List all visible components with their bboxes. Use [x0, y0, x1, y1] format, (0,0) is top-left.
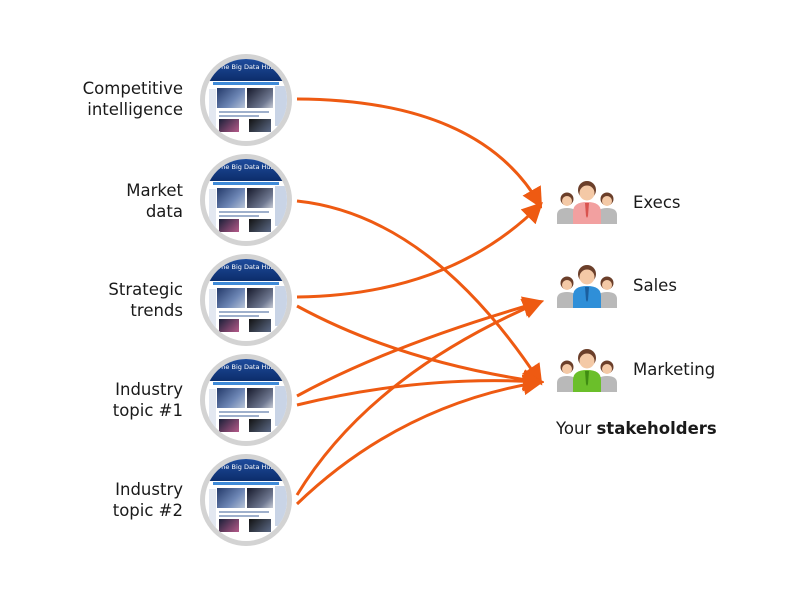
arrow-industry-topic-2-to-marketing	[295, 374, 545, 506]
source-label-line: topic #2	[112, 501, 183, 520]
source-label-line: Industry	[115, 380, 183, 399]
source-label-line: intelligence	[87, 100, 183, 119]
caption-prefix: Your	[556, 419, 592, 438]
source-label-line: Competitive	[82, 79, 183, 98]
person-right	[597, 192, 617, 224]
arrow-competitive-intelligence-to-execs	[296, 97, 543, 209]
stakeholders-caption: Your stakeholders	[556, 419, 717, 438]
thumbnail-title: The Big Data Hub	[217, 163, 275, 171]
people-group-icon-execs	[557, 181, 617, 224]
thumbnail-title: The Big Data Hub	[217, 363, 275, 371]
destination-label-sales: Sales	[633, 276, 677, 295]
arrow-industry-topic-1-to-sales	[296, 296, 545, 398]
arrow-strategic-trends-to-marketing	[296, 304, 545, 391]
website-thumbnail: The Big Data Hub	[205, 259, 287, 341]
caption-bold: stakeholders	[596, 419, 717, 438]
person-center	[573, 349, 601, 392]
source-label-line: topic #1	[112, 401, 183, 420]
source-thumbnail-competitive-intelligence: The Big Data Hub	[200, 54, 292, 146]
thumbnail-title: The Big Data Hub	[217, 463, 275, 471]
source-label-line: Industry	[115, 480, 183, 499]
source-label-line: data	[145, 202, 183, 221]
thumbnail-title: The Big Data Hub	[217, 263, 275, 271]
source-label-industry-topic-1: Industry topic #1	[113, 379, 183, 421]
people-group-icon-marketing	[557, 349, 617, 392]
people-group-icon-sales	[557, 265, 617, 308]
arrow-market-data-to-marketing	[296, 199, 543, 386]
source-label-market-data: Market data	[126, 180, 183, 222]
destination-label-marketing: Marketing	[633, 360, 716, 379]
person-right	[597, 360, 617, 392]
source-label-line: trends	[130, 301, 183, 320]
website-thumbnail: The Big Data Hub	[205, 359, 287, 441]
arrow-strategic-trends-to-execs	[296, 202, 543, 299]
source-thumbnail-market-data: The Big Data Hub	[200, 154, 292, 246]
person-center	[573, 265, 601, 308]
website-thumbnail: The Big Data Hub	[205, 159, 287, 241]
source-label-industry-topic-2: Industry topic #2	[113, 479, 183, 521]
person-right	[597, 276, 617, 308]
website-thumbnail: The Big Data Hub	[205, 59, 287, 141]
source-label-competitive-intelligence: Competitive intelligence	[83, 78, 183, 120]
source-label-line: Market	[126, 181, 183, 200]
source-thumbnail-strategic-trends: The Big Data Hub	[200, 254, 292, 346]
source-label-line: Strategic	[108, 280, 183, 299]
destination-label-execs: Execs	[633, 193, 681, 212]
person-center	[573, 181, 601, 224]
person-left	[557, 360, 577, 392]
arrow-industry-topic-2-to-sales	[295, 298, 544, 496]
arrow-industry-topic-1-to-marketing	[296, 370, 545, 407]
source-label-strategic-trends: Strategic trends	[108, 279, 183, 321]
person-left	[557, 276, 577, 308]
person-left	[557, 192, 577, 224]
website-thumbnail: The Big Data Hub	[205, 459, 287, 541]
source-thumbnail-industry-topic-2: The Big Data Hub	[200, 454, 292, 546]
thumbnail-title: The Big Data Hub	[217, 63, 275, 71]
source-thumbnail-industry-topic-1: The Big Data Hub	[200, 354, 292, 446]
